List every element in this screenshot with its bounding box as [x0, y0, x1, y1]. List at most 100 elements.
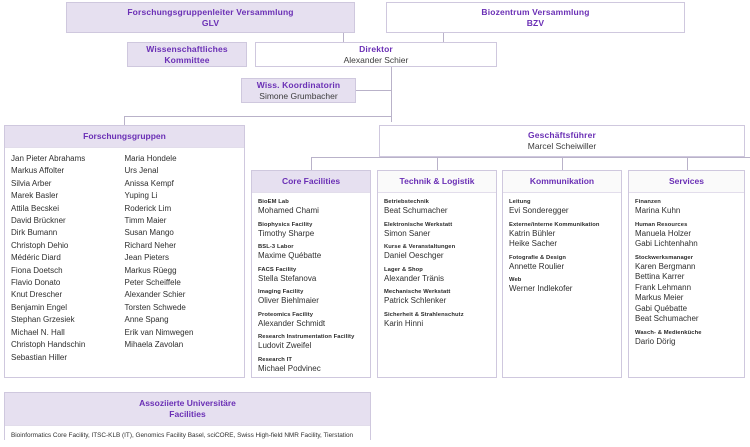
research-group-leader: Christoph Dehio [11, 240, 69, 250]
facility-unit-name: Elektronische Werkstatt [384, 221, 453, 228]
research-group-leader: Knut Drescher [11, 290, 63, 300]
services-header: Services [629, 171, 744, 193]
research-group-leader: Yuping Li [124, 191, 158, 201]
facility-unit-name: BSL-3 Labor [258, 244, 294, 250]
facility-unit-person: Marina Kuhn [635, 206, 681, 215]
facility-unit-person: Ludovit Zweifel [258, 341, 312, 350]
facility-unit-person: Karin Hinni [384, 318, 424, 328]
facility-unit-person: Markus Meier [635, 293, 684, 302]
research-group-leader: Markus Rüegg [124, 265, 177, 275]
facility-unit-person: Michael Podvinec [258, 363, 321, 373]
facility-unit-person: Werner Indlekofer [509, 284, 573, 293]
research-group-leader: Stephan Grzesiek [11, 315, 75, 325]
facility-unit-person: Karen Bergmann [635, 261, 696, 271]
forschungsgruppen-header: Forschungsgruppen [5, 126, 244, 148]
research-group-leader: Markus Affolter [11, 166, 65, 176]
facility-unit-name: Betriebstechnik [384, 199, 429, 205]
facility-unit-name: Externe/interne Kommunikation [509, 221, 600, 228]
glv-sub: GLV [201, 17, 220, 28]
facility-unit-name: Biophysics Facility [258, 221, 313, 228]
research-group-leader: Silvia Arber [11, 178, 52, 188]
facility-unit-person: Beat Schumacher [384, 206, 448, 215]
facility-unit-name: Web [509, 277, 522, 283]
assoziierte-header-line2: Facilities [169, 409, 206, 419]
geschaeftsfuehrer-name: Marcel Scheiwiller [527, 141, 597, 151]
facility-unit-name: Finanzen [635, 199, 661, 205]
facility-unit-name: BioEM Lab [258, 199, 289, 205]
facility-unit-name: Kurse & Veranstaltungen [384, 244, 456, 250]
research-group-leader: Mihaela Zavolan [124, 340, 184, 350]
box-glv[interactable]: Forschungsgruppenleiter Versammlung GLV [66, 2, 355, 33]
research-group-leader: Maria Hondele [124, 154, 177, 163]
facility-unit-person: Daniel Oeschger [384, 251, 444, 260]
assoziierte-list: Bioinformatics Core Facility, ITSC-KLB (… [11, 432, 354, 439]
box-direktor[interactable]: Direktor Alexander Schier [255, 42, 497, 67]
facility-unit-person: Alexander Tränis [384, 273, 445, 283]
facility-unit-person: Mohamed Chami [258, 206, 319, 215]
facility-unit-name: Stockwerksmanager [635, 254, 694, 261]
facility-unit-person: Gabi Lichtenhahn [635, 239, 698, 248]
facility-unit-person: Katrin Bühler [509, 228, 556, 238]
facility-unit-name: Research IT [258, 356, 292, 363]
glv-title: Forschungsgruppenleiter Versammlung [127, 6, 294, 17]
box-bzv[interactable]: Biozentrum Versammlung BZV [386, 2, 685, 33]
research-group-leader: Jan Pieter Abrahams [11, 154, 86, 163]
connector-direktor-stem [391, 67, 392, 122]
facility-unit-name: Fotografie & Design [509, 254, 566, 261]
assoziierte-header-line1: Assoziierte Universitäre [139, 398, 236, 408]
box-wiss-koordinatorin[interactable]: Wiss. Koordinatorin Simone Grumbacher [241, 78, 356, 103]
research-group-leader: Torsten Schwede [124, 302, 186, 312]
connector-facility-kommunikation [562, 157, 563, 170]
connector-facility-technik [437, 157, 438, 170]
facility-unit-person: Frank Lehmann [635, 282, 692, 292]
facility-unit-person: Oliver Biehlmaier [258, 296, 319, 305]
facility-unit-person: Bettina Karrer [635, 272, 685, 281]
research-group-leader: Erik van Nimwegen [124, 327, 194, 337]
research-group-leader: Roderick Lim [124, 203, 172, 213]
facility-unit-name: Proteomics Facility [258, 311, 314, 318]
connector-facility-bus [311, 157, 750, 158]
kommunikation-header: Kommunikation [503, 171, 621, 193]
research-group-leader: Benjamin Engel [11, 302, 68, 312]
facility-unit-person: Manuela Holzer [635, 228, 692, 238]
facility-unit-person: Maxime Québatte [258, 251, 322, 260]
facility-unit-person: Simon Saner [384, 228, 431, 238]
facility-unit-person: Evi Sonderegger [509, 206, 569, 215]
facility-unit-name: Leitung [509, 199, 531, 205]
facility-unit-name: FACS Facility [258, 266, 297, 273]
facility-unit-name: Human Resources [635, 221, 688, 228]
bzv-sub: BZV [526, 17, 545, 28]
connector-koordinatorin [355, 90, 391, 91]
connector-bzv-direktor [443, 33, 444, 42]
facility-unit-name: Sicherheit & Strahlenschutz [384, 311, 464, 318]
facility-unit-person: Heike Sacher [509, 239, 558, 248]
koordinatorin-name: Simone Grumbacher [259, 90, 338, 101]
connector-glv-direktor [343, 33, 344, 42]
facility-unit-name: Wasch- & Medienküche [635, 329, 702, 336]
facility-unit-person: Dario Dörig [635, 336, 676, 346]
connector-facility-core [311, 157, 312, 170]
box-geschaeftsfuehrer[interactable]: Geschäftsführer Marcel Scheiwiller [379, 125, 745, 157]
box-wissenschaftliches-kommittee[interactable]: Wissenschaftliches Kommittee [127, 42, 247, 67]
